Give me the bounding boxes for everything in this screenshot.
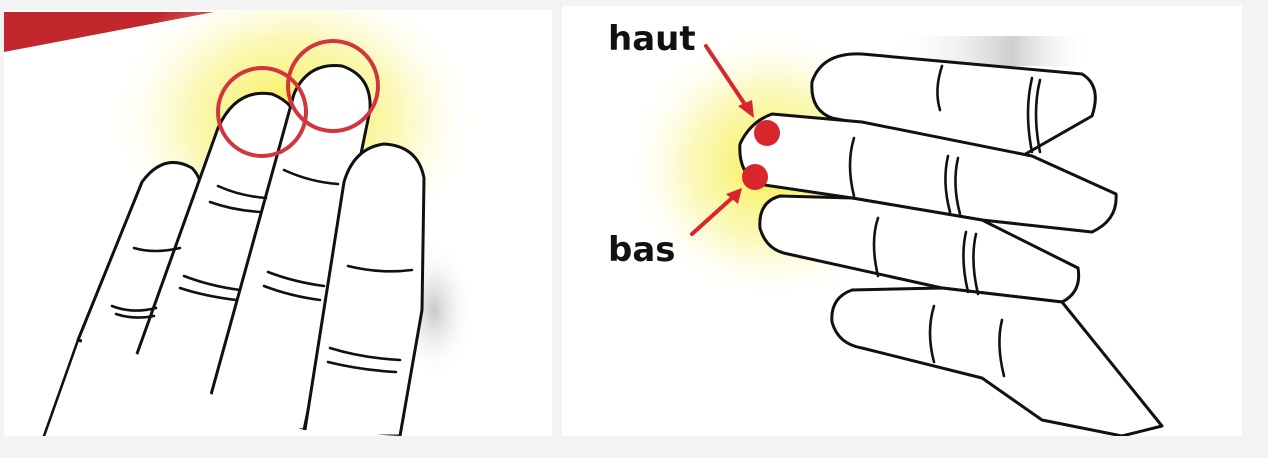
left-hand (42, 64, 426, 436)
left-hand-illustration (4, 10, 484, 436)
arrow-bottom (690, 188, 742, 236)
fingertip-ring-circle (216, 66, 308, 158)
panel-two-fingers-circled (4, 10, 552, 436)
arrow-top (704, 44, 754, 118)
fingertip-middle-circle (286, 39, 380, 133)
right-hand-illustration (622, 26, 1164, 436)
fingertip-bottom-dot (742, 164, 768, 190)
label-bottom: bas (608, 230, 676, 270)
panel-fingertip-points (562, 6, 1242, 436)
label-top: haut (608, 19, 696, 59)
right-hand (738, 52, 1164, 436)
fingertip-top-dot (754, 120, 780, 146)
